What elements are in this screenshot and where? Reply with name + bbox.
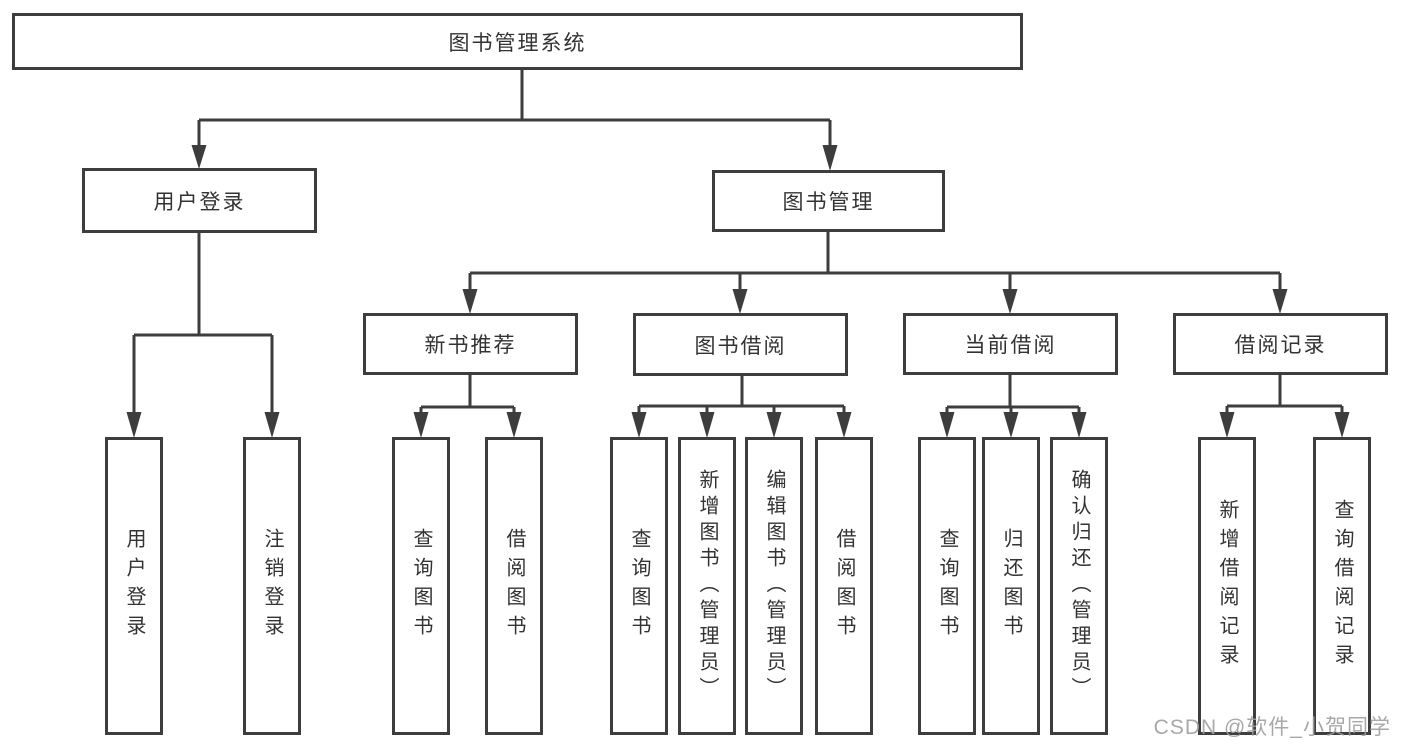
leaf-logout: 注销登录 xyxy=(243,437,301,735)
node-label: 借阅图书 xyxy=(833,528,855,644)
leaf-query-books-recommend: 查询图书 xyxy=(392,437,450,735)
node-label: 借阅图书 xyxy=(503,528,525,644)
node-user-login-module: 用户登录 xyxy=(82,168,317,233)
node-label: 注销登录 xyxy=(261,528,283,644)
leaf-add-borrow-record: 新增借阅记录 xyxy=(1198,437,1256,735)
node-label: 图书管理系统 xyxy=(448,31,587,55)
leaf-add-books-admin: 新增图书（管理员） xyxy=(678,437,736,735)
leaf-query-books-borrow: 查询图书 xyxy=(610,437,668,735)
node-book-borrow: 图书借阅 xyxy=(633,313,848,376)
node-label: 编辑图书（管理员） xyxy=(763,469,785,703)
leaf-user-login: 用户登录 xyxy=(105,437,163,735)
node-new-book-recommend: 新书推荐 xyxy=(363,313,578,375)
node-label: 新增借阅记录 xyxy=(1216,499,1238,673)
node-label: 当前借阅 xyxy=(964,334,1057,357)
node-label: 确认归还（管理员） xyxy=(1068,469,1090,703)
node-label: 借阅记录 xyxy=(1234,334,1327,357)
arrowhead-icons xyxy=(126,145,1350,438)
leaf-borrow-books-recommend: 借阅图书 xyxy=(485,437,543,735)
leaf-borrow-books: 借阅图书 xyxy=(815,437,873,735)
leaf-confirm-return-admin: 确认归还（管理员） xyxy=(1050,437,1108,735)
node-label: 查询图书 xyxy=(628,528,650,644)
node-book-management-module: 图书管理 xyxy=(712,170,945,232)
node-label: 查询图书 xyxy=(410,528,432,644)
node-label: 新书推荐 xyxy=(424,334,517,357)
leaf-query-borrow-record: 查询借阅记录 xyxy=(1313,437,1371,735)
node-borrow-records: 借阅记录 xyxy=(1173,313,1388,375)
node-label: 归还图书 xyxy=(1000,528,1022,644)
node-root-system: 图书管理系统 xyxy=(12,13,1023,70)
leaf-return-books: 归还图书 xyxy=(982,437,1040,735)
node-label: 新增图书（管理员） xyxy=(696,469,718,703)
node-label: 图书管理 xyxy=(782,191,875,214)
leaf-edit-books-admin: 编辑图书（管理员） xyxy=(745,437,803,735)
node-current-borrow: 当前借阅 xyxy=(903,313,1118,375)
node-label: 图书借阅 xyxy=(694,334,787,358)
node-label: 查询借阅记录 xyxy=(1331,499,1353,673)
node-label: 查询图书 xyxy=(936,528,958,644)
node-label: 用户登录 xyxy=(153,190,246,214)
leaf-query-books-current: 查询图书 xyxy=(918,437,976,735)
node-label: 用户登录 xyxy=(123,528,145,644)
csdn-watermark: CSDN @软件_小贺同学 xyxy=(1153,716,1391,739)
